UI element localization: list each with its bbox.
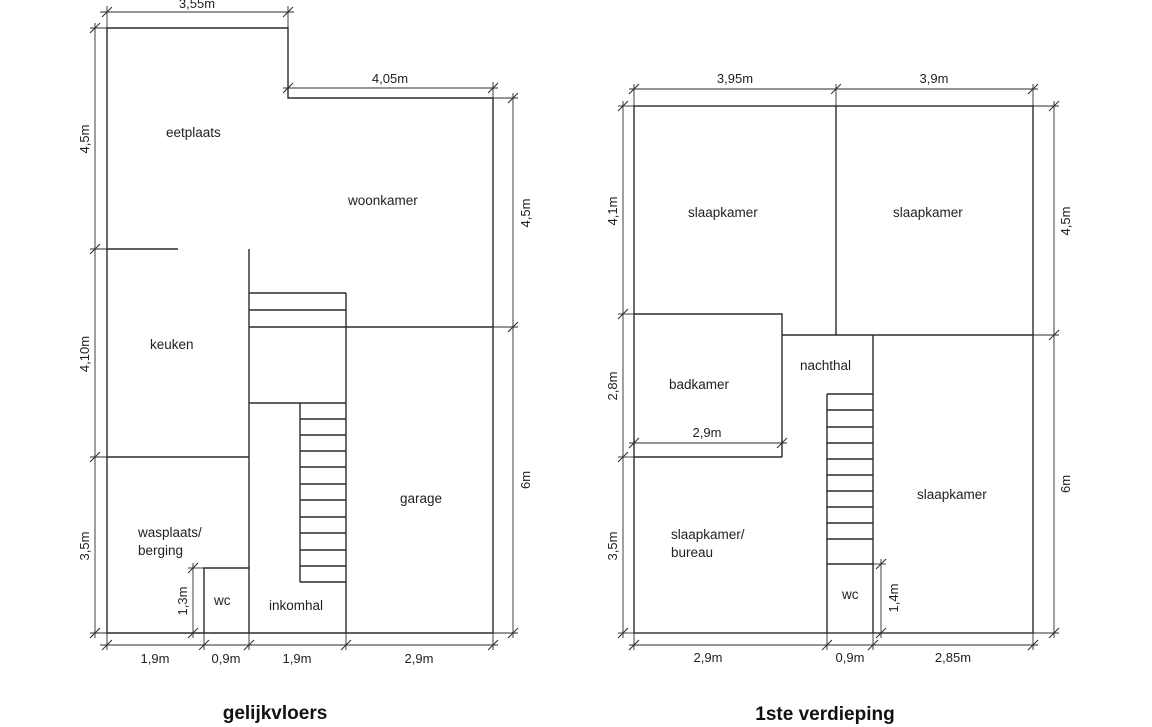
room-label-inkomhal: inkomhal (269, 598, 323, 613)
dim-label: 4,5m (77, 125, 92, 154)
room-label-keuken: keuken (150, 337, 194, 352)
room-label-slaapkamer: slaapkamer (688, 205, 758, 220)
dim-label: 2,9m (693, 425, 722, 440)
dim-label: 2,9m (405, 651, 434, 666)
room-label-berging: berging (138, 543, 183, 558)
room-label-nachthal: nachthal (800, 358, 851, 373)
room-label-eetplaats: eetplaats (166, 125, 221, 140)
room-label-wc: wc (213, 593, 231, 608)
ground-floor-title: gelijkvloers (223, 703, 328, 724)
room-label-garage: garage (400, 491, 442, 506)
room-label-badkamer: badkamer (669, 377, 730, 392)
first-stair (826, 393, 873, 633)
room-label-slaapkamer: slaapkamer (917, 487, 987, 502)
room-label-wc: wc (841, 587, 859, 602)
dim-label: 3,95m (717, 71, 753, 86)
dim-label: 4,5m (518, 199, 533, 228)
first-badkamer-wall (634, 313, 783, 457)
dim-label: 1,9m (283, 651, 312, 666)
ground-lower-stair (299, 402, 346, 583)
first-floor-plan: slaapkamer slaapkamer badkamer nachthal … (605, 71, 1073, 725)
room-label-woonkamer: woonkamer (347, 193, 418, 208)
dim-label: 2,85m (935, 650, 971, 665)
dim-label: 4,10m (77, 336, 92, 372)
ground-upper-stair (249, 292, 346, 328)
dim-label: 1,3m (175, 587, 190, 616)
dim-label: 2,8m (605, 372, 620, 401)
dim-label: 1,9m (141, 651, 170, 666)
room-label-bureau: bureau (671, 545, 713, 560)
dim-label: 4,1m (605, 197, 620, 226)
dim-label: 2,9m (694, 650, 723, 665)
dim-label: 3,5m (605, 532, 620, 561)
dim-label: 0,9m (212, 651, 241, 666)
dim-label: 0,9m (836, 650, 865, 665)
room-label-slaapkamer: slaapkamer (893, 205, 963, 220)
first-floor-title: 1ste verdieping (755, 704, 894, 725)
dim-label: 6m (1058, 475, 1073, 493)
dim-label: 4,5m (1058, 207, 1073, 236)
dim-label: 1,4m (886, 584, 901, 613)
room-label-slaapkamer-bureau: slaapkamer/ (671, 527, 745, 542)
dim-label: 4,05m (372, 71, 408, 86)
dim-label: 6m (518, 471, 533, 489)
first-outer-wall (633, 105, 1034, 634)
ground-floor-plan: eetplaats woonkamer keuken garage waspla… (77, 0, 533, 724)
dim-label: 3,55m (179, 0, 215, 11)
room-label-wasplaats: wasplaats/ (137, 525, 202, 540)
dim-label: 3,9m (920, 71, 949, 86)
first-dimension-lines (617, 83, 1060, 651)
dim-label: 3,5m (77, 532, 92, 561)
ground-dimension-lines (89, 6, 519, 651)
